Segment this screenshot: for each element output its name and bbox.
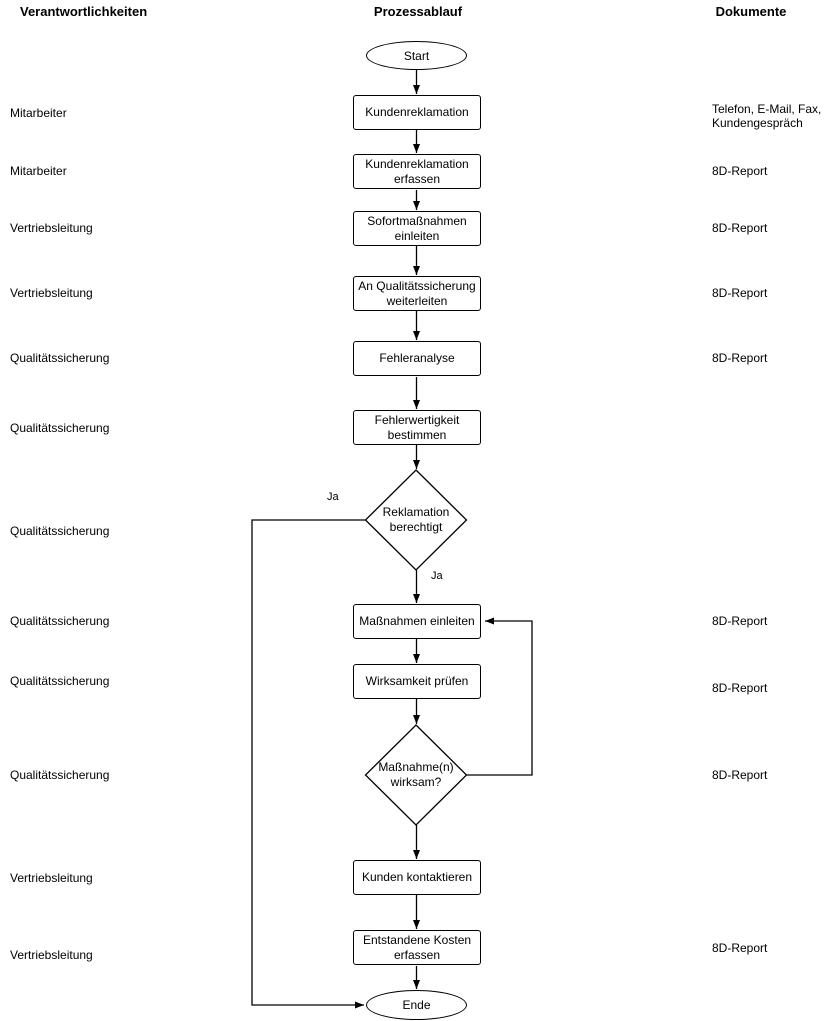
- decision1-label: Reklamation berechtigt: [382, 505, 450, 534]
- responsibility-label: Mitarbeiter: [10, 106, 67, 120]
- responsibility-label: Qualitätssicherung: [10, 614, 110, 628]
- document-label: 8D-Report: [712, 221, 768, 235]
- responsibility-label: Qualitätssicherung: [10, 421, 110, 435]
- connector-decision1-to-end: [251, 519, 366, 1009]
- process-box: Kundenreklamation erfassen: [353, 154, 481, 189]
- process-box: Fehleranalyse: [353, 341, 481, 376]
- document-label: 8D-Report: [712, 768, 768, 782]
- branch-label-ja-left: Ja: [327, 491, 339, 503]
- process-box: An Qualitätssicherung weiterleiten: [353, 276, 481, 311]
- responsibility-label: Qualitätssicherung: [10, 674, 110, 688]
- responsibility-label: Vertriebsleitung: [10, 871, 93, 885]
- document-label: 8D-Report: [712, 351, 768, 365]
- decision1-diamond: [364, 469, 468, 571]
- responsibility-label: Qualitätssicherung: [10, 768, 110, 782]
- decision2-label: Maßnahme(n) wirksam?: [378, 760, 454, 789]
- process-box: Entstandene Kosten erfassen: [353, 930, 481, 965]
- document-label: 8D-Report: [712, 164, 768, 178]
- responsibility-label: Qualitätssicherung: [10, 351, 110, 365]
- process-box: Fehlerwertigkeit bestimmen: [353, 410, 481, 445]
- start-terminator: Start: [366, 41, 467, 70]
- process-box: Maßnahmen einleiten: [353, 604, 481, 639]
- column-header-process: Prozessablauf: [373, 4, 463, 19]
- column-header-documents: Dokumente: [715, 4, 787, 19]
- branch-label-ja-down: Ja: [431, 570, 443, 582]
- connector-decision2-loopback: [466, 617, 533, 776]
- responsibility-label: Vertriebsleitung: [10, 221, 93, 235]
- document-label: 8D-Report: [712, 614, 768, 628]
- document-label: Telefon, E-Mail, Fax, Kundengespräch: [712, 102, 822, 130]
- responsibility-label: Mitarbeiter: [10, 164, 67, 178]
- column-header-responsibilities: Verantwortlichkeiten: [20, 4, 148, 19]
- responsibility-label: Vertriebsleitung: [10, 286, 93, 300]
- end-terminator: Ende: [366, 990, 467, 1020]
- responsibility-label: Qualitätssicherung: [10, 524, 110, 538]
- process-box: Wirksamkeit prüfen: [353, 664, 481, 699]
- document-label: 8D-Report: [712, 941, 768, 955]
- document-label: 8D-Report: [712, 286, 768, 300]
- process-box: Sofortmaßnahmen einleiten: [353, 211, 481, 246]
- document-label: 8D-Report: [712, 681, 768, 695]
- decision2-diamond: [364, 724, 468, 826]
- process-box: Kundenreklamation: [353, 95, 481, 130]
- process-box: Kunden kontaktieren: [353, 860, 481, 895]
- responsibility-label: Vertriebsleitung: [10, 948, 93, 962]
